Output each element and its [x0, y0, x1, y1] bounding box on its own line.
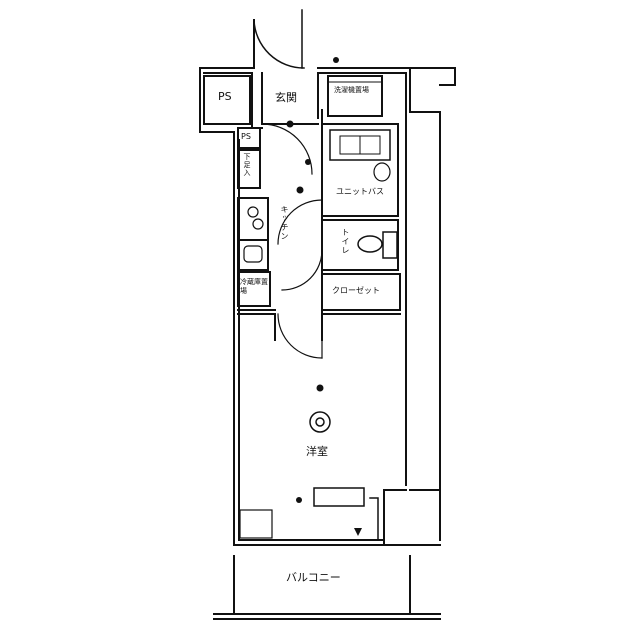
ps-small-label: PS: [241, 132, 251, 141]
outlet-western-room: [296, 497, 302, 503]
sink-icon: [243, 245, 263, 263]
switch-kitchen: [305, 159, 311, 165]
vent-mark: [354, 528, 362, 536]
sink-counter: [237, 239, 269, 271]
toilet-label: トイレ: [341, 228, 350, 255]
shoe-storage-box: [237, 149, 261, 189]
ps-top-label: PS: [218, 90, 232, 103]
fixture-marks: [286, 57, 362, 536]
fridge-box: [237, 271, 271, 307]
stove-counter: [237, 197, 269, 241]
ac-unit: [313, 487, 365, 507]
light-genkan: [286, 120, 294, 128]
toilet-bowl: [357, 235, 383, 253]
toilet-box: [321, 219, 399, 271]
closet-label: クローゼット: [332, 286, 380, 295]
toilet-tank: [382, 231, 398, 259]
unit-bath-label: ユニットバス: [336, 187, 384, 196]
western-room-label: 洋室: [306, 445, 328, 458]
kitchen-label: キッチン: [280, 205, 289, 241]
fridge-space-label: 冷蔵庫置場: [240, 278, 268, 295]
outlet-entrance: [333, 57, 339, 63]
stove-burners-icon: [247, 206, 264, 230]
balcony-label: バルコニー: [286, 571, 341, 584]
bathtub: [329, 129, 391, 161]
light-kitchen: [296, 186, 304, 194]
light-western-room: [316, 384, 324, 392]
distribution-board: [239, 509, 273, 539]
outer-walls: [199, 67, 456, 546]
shoe-storage-label: 下足入: [243, 153, 251, 177]
ps-small-box: [237, 127, 261, 149]
door-swings: [261, 123, 323, 359]
entrance-door: [253, 9, 305, 69]
washer-space-label: 洗濯機置場: [334, 86, 369, 94]
washbasin-icon: [373, 162, 391, 182]
washer-box: [327, 75, 383, 117]
ps-top-box: [203, 75, 251, 125]
genkan-label: 玄関: [275, 91, 297, 104]
ceiling-light-icon: [309, 411, 331, 433]
